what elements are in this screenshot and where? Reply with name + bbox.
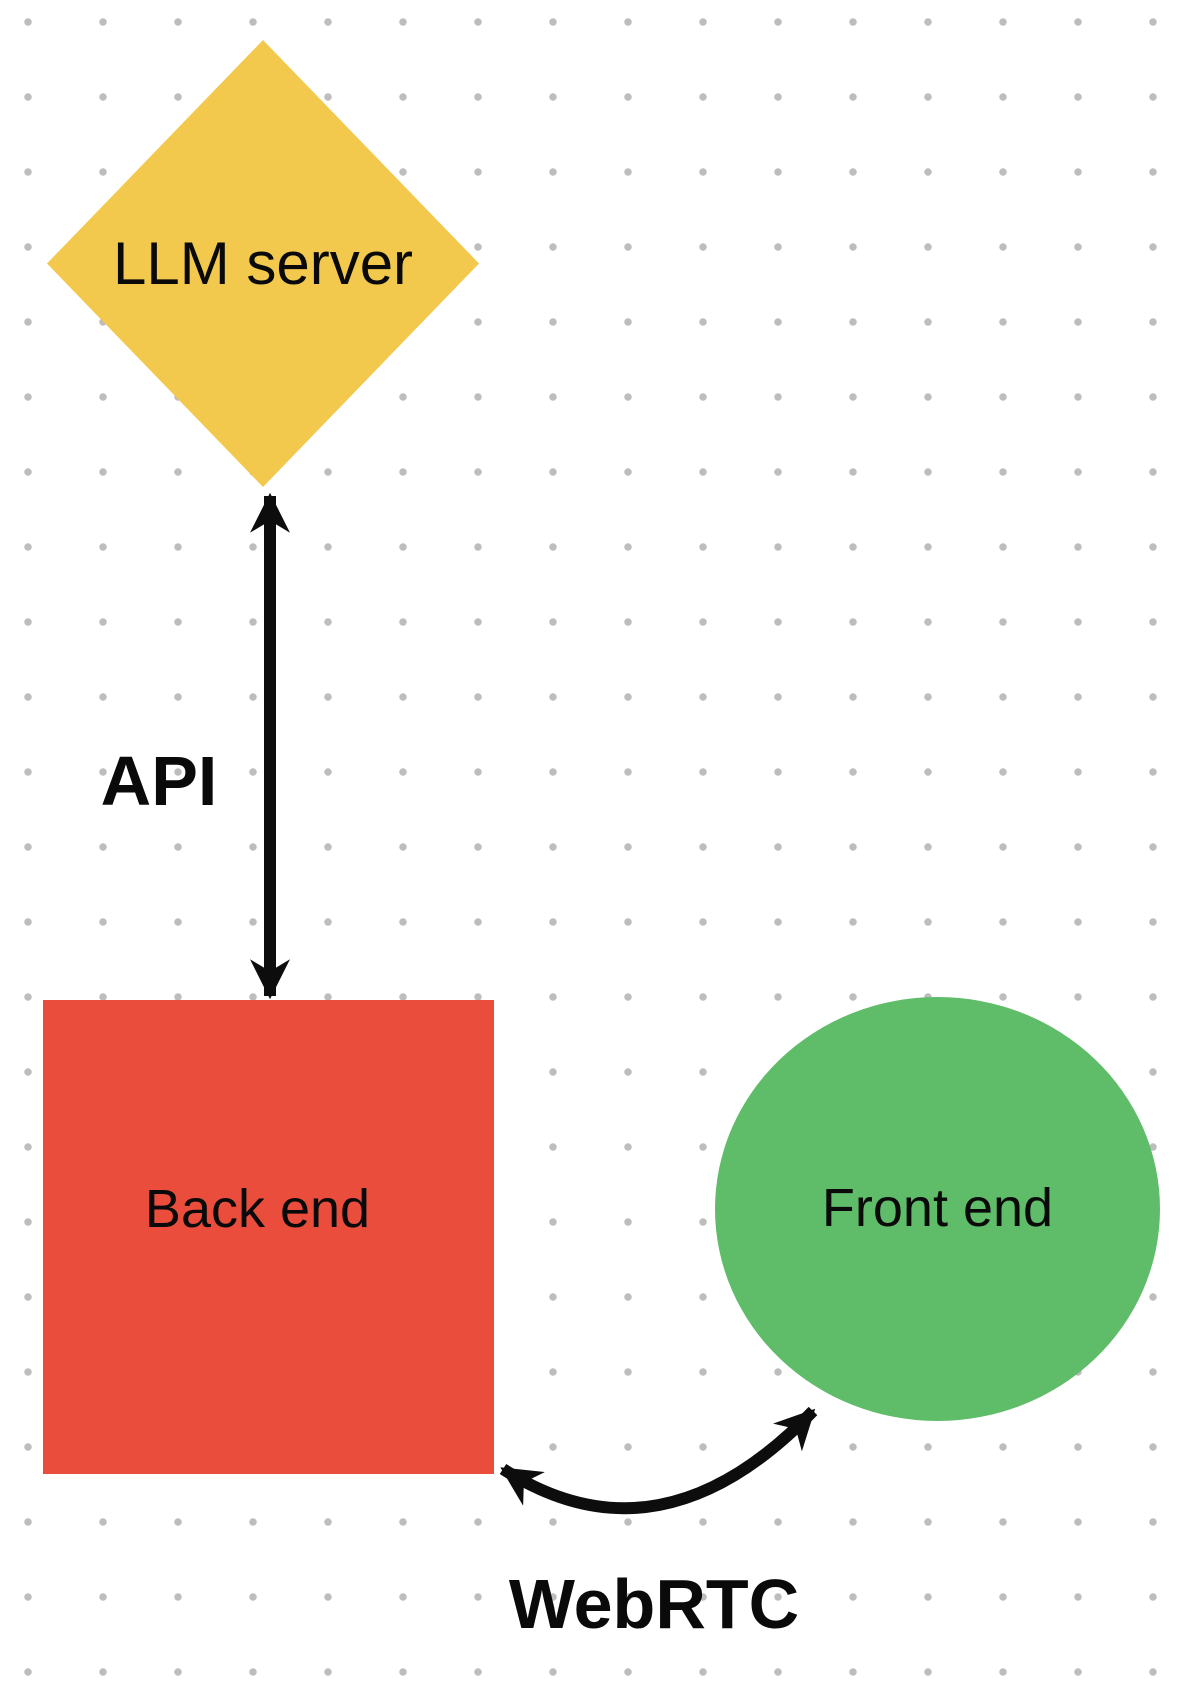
node-label: LLM server (112, 229, 414, 297)
node-back-end[interactable]: Back end (43, 1000, 494, 1474)
edge-label-webrtc[interactable]: WebRTC (508, 1565, 800, 1643)
node-label: Front end (821, 1178, 1054, 1239)
edge-label-api[interactable]: API (100, 742, 218, 820)
node-front-end[interactable]: Front end (715, 997, 1160, 1421)
node-label: Back end (144, 1179, 371, 1240)
edge-webrtc-connector[interactable] (499, 1406, 818, 1515)
